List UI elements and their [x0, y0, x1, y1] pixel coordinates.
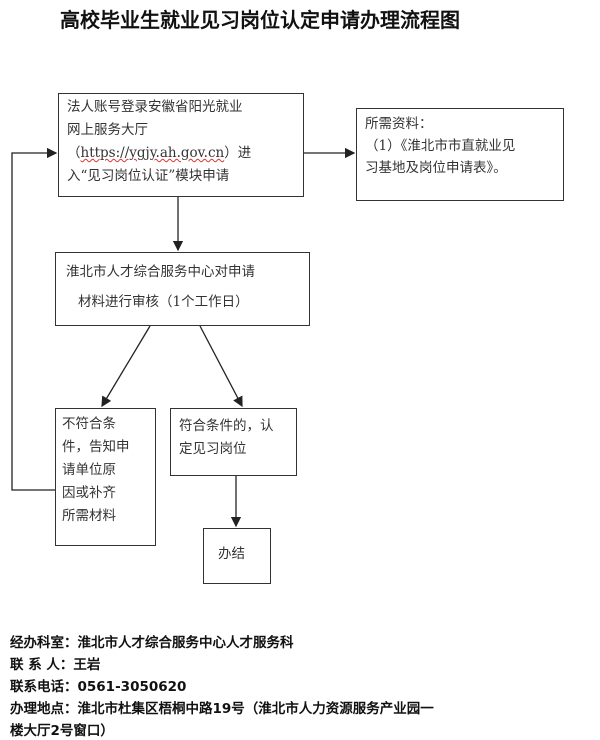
approve-box: 符合条件的，认 定见习岗位: [170, 408, 297, 476]
step-text: 不符合条: [62, 416, 116, 432]
footer-contact: 联 系 人：王岩: [10, 657, 101, 673]
step-login-box: 法人账号登录安徽省阳光就业 网上服务大厅 （https://ygjy.ah.go…: [58, 93, 304, 197]
step-text: （1）《淮北市市直就业见: [365, 138, 516, 154]
arrow-review-to-approve: [199, 325, 243, 408]
page-title: 高校毕业生就业见习岗位认定申请办理流程图: [60, 8, 460, 32]
step-text: 请单位原: [62, 462, 116, 478]
arrow-reject-loop-back: [11, 147, 58, 491]
step-text: ）进: [224, 145, 252, 161]
paren: （: [67, 145, 81, 161]
footer-office: 经办科室：淮北市人才综合服务中心人才服务科: [10, 635, 294, 651]
step-text: 定见习岗位: [179, 441, 247, 457]
done-box: 办结: [203, 528, 271, 584]
step-text: 因或补齐: [62, 485, 116, 501]
step-text: 所需资料：: [365, 116, 433, 132]
materials-box: 所需资料： （1）《淮北市市直就业见 习基地及岗位申请表》。: [356, 108, 564, 201]
step-text: 办结: [218, 546, 245, 562]
step-text: 符合条件的，认: [179, 418, 274, 434]
url-link[interactable]: https://ygjy.ah.gov.cn: [80, 145, 225, 161]
footer-address-cont: 楼大厅2号窗口）: [10, 723, 114, 739]
footer-phone: 联系电话：0561-3050620: [10, 679, 187, 695]
review-box: 淮北市人才综合服务中心对申请 材料进行审核（1个工作日）: [55, 252, 310, 326]
step-text: 入“见习岗位认证”模块申请: [67, 168, 230, 184]
step-text: 件，告知申: [62, 439, 130, 455]
step-url-line: （https://ygjy.ah.gov.cn）进: [67, 142, 295, 165]
step-text: 法人账号登录安徽省阳光就业: [67, 99, 243, 115]
step-text: 淮北市人才综合服务中心对申请: [66, 264, 255, 280]
step-text: 所需材料: [62, 508, 116, 524]
step-text: 网上服务大厅: [67, 122, 148, 138]
arrow-review-to-reject: [101, 325, 151, 408]
reject-box: 不符合条 件，告知申 请单位原 因或补齐 所需材料: [55, 408, 156, 546]
footer-address: 办理地点：淮北市杜集区梧桐中路19号（淮北市人力资源服务产业园一: [10, 701, 434, 717]
step-text: 习基地及岗位申请表》。: [365, 160, 507, 176]
step-text: 材料进行审核（1个工作日）: [78, 294, 249, 310]
